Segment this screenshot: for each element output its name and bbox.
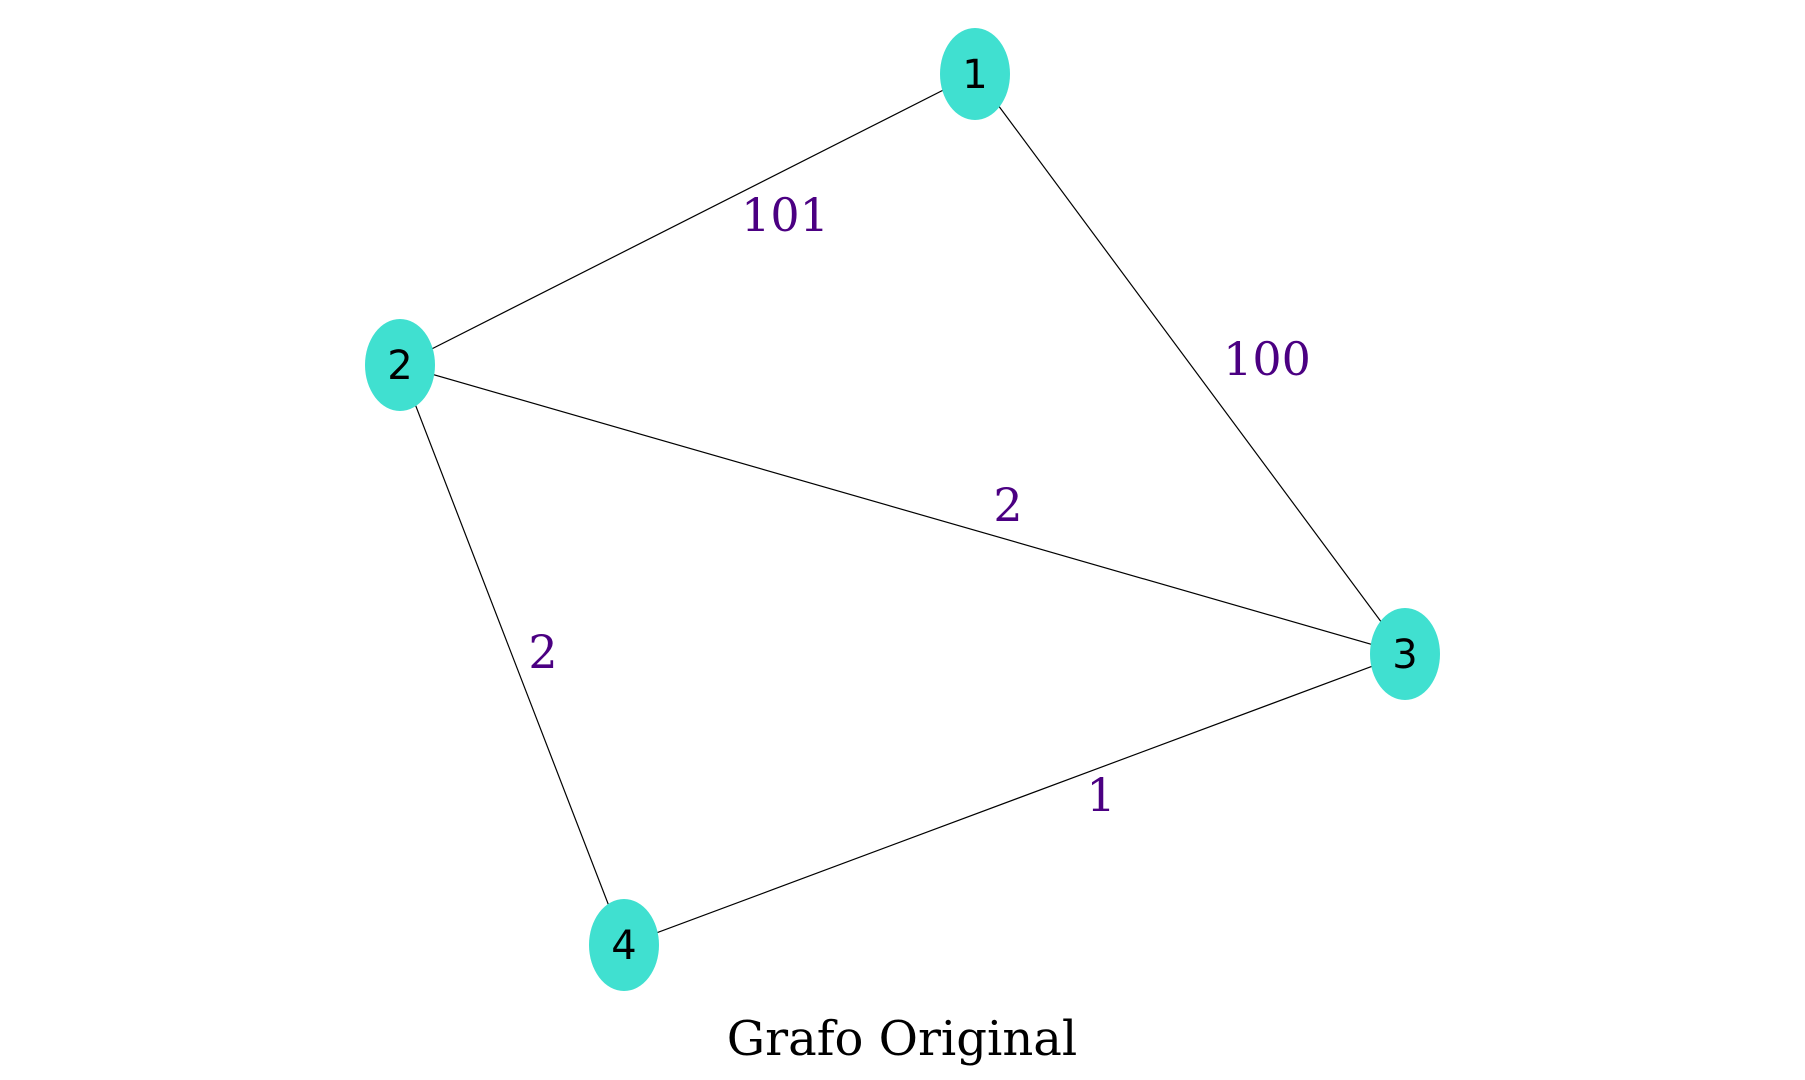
edge-weight-1-3: 100 bbox=[1223, 332, 1311, 386]
edge-2-3 bbox=[399, 364, 1406, 655]
edge-1-3 bbox=[974, 73, 1406, 655]
edge-weight-1-2: 101 bbox=[741, 188, 829, 242]
node-2-label: 2 bbox=[387, 343, 412, 389]
node-4-label: 4 bbox=[611, 923, 636, 969]
edges bbox=[399, 73, 1406, 946]
node-3-label: 3 bbox=[1392, 632, 1417, 678]
node-3: 3 bbox=[1370, 608, 1440, 700]
node-2-circle bbox=[365, 319, 435, 411]
node-2: 2 bbox=[365, 319, 435, 411]
node-1-circle bbox=[940, 28, 1010, 120]
node-4: 4 bbox=[589, 899, 659, 991]
node-4-circle bbox=[589, 899, 659, 991]
edge-2-4 bbox=[399, 364, 625, 946]
node-1: 1 bbox=[940, 28, 1010, 120]
edge-weight-3-4: 1 bbox=[1086, 768, 1115, 822]
nodes: 1 2 3 4 bbox=[365, 28, 1440, 991]
node-1-label: 1 bbox=[962, 52, 987, 98]
graph-title: Grafo Original bbox=[727, 1011, 1077, 1067]
edge-3-4 bbox=[623, 653, 1406, 946]
edge-1-2 bbox=[399, 73, 976, 366]
edge-weights: 101 100 2 2 1 bbox=[528, 188, 1311, 822]
edge-weight-2-4: 2 bbox=[528, 625, 557, 679]
edge-weight-2-3: 2 bbox=[993, 478, 1022, 532]
node-3-circle bbox=[1370, 608, 1440, 700]
